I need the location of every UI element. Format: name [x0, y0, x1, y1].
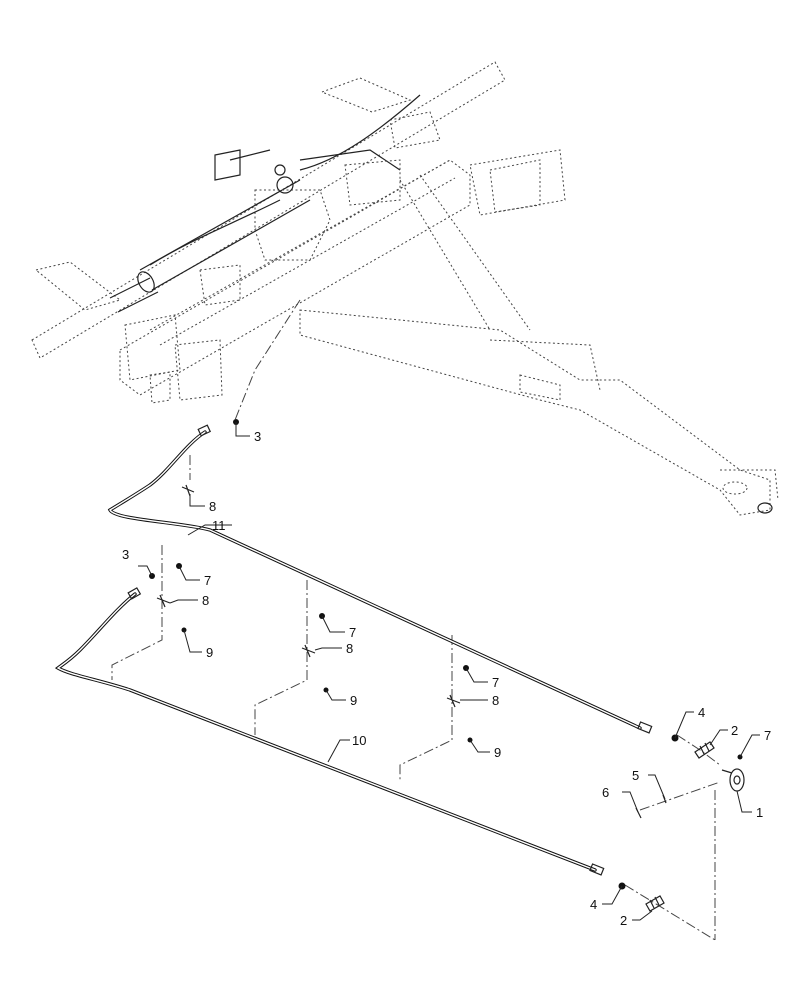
callout-8-left: 8 — [202, 593, 209, 608]
hardware-parts — [149, 419, 745, 912]
callout-labels: 3 8 11 3 7 8 9 7 8 9 7 8 9 10 4 2 7 1 5 … — [122, 429, 771, 928]
callout-3-upper: 3 — [254, 429, 261, 444]
callout-8-right: 8 — [492, 693, 499, 708]
callout-2-lower: 2 — [620, 913, 627, 928]
callout-2-upper: 2 — [731, 723, 738, 738]
callout-7-left: 7 — [204, 573, 211, 588]
callout-4-upper: 4 — [698, 705, 705, 720]
callout-3-left: 3 — [122, 547, 129, 562]
callout-7-right: 7 — [492, 675, 499, 690]
callout-9-right: 9 — [494, 745, 501, 760]
leader-lines — [138, 422, 760, 921]
callout-9-middle: 9 — [350, 693, 357, 708]
callout-1: 1 — [756, 805, 763, 820]
callout-4-lower: 4 — [590, 897, 597, 912]
callout-8-middle: 8 — [346, 641, 353, 656]
callout-9-left: 9 — [206, 645, 213, 660]
hose-assembly-10 — [54, 587, 605, 876]
callout-8-upper: 8 — [209, 499, 216, 514]
assembly-centerlines — [111, 299, 721, 941]
callout-11: 11 — [212, 518, 226, 533]
callout-7-middle: 7 — [349, 625, 356, 640]
callout-7-far-right: 7 — [764, 728, 771, 743]
hose-assembly-11 — [107, 424, 653, 734]
toolbar-frame — [31, 61, 779, 516]
callout-6: 6 — [602, 785, 609, 800]
callout-5: 5 — [632, 768, 639, 783]
callout-10: 10 — [352, 733, 366, 748]
